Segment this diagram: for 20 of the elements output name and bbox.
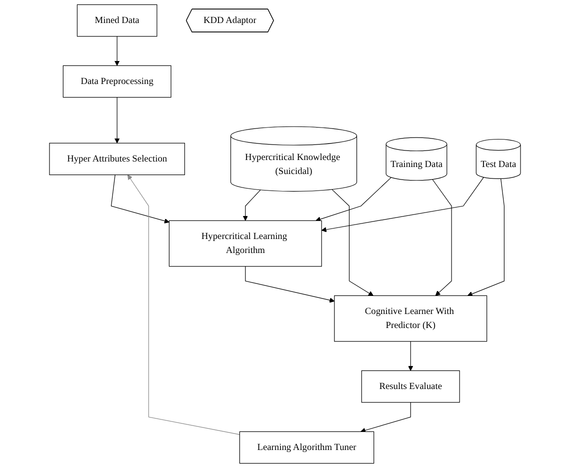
arrow [332,189,374,296]
arrow [432,179,452,296]
node-box: Hypercritical Learning Algorithm [168,220,322,267]
node-box: Data Preprocessing [62,65,172,98]
node-box: Mined Data [76,4,158,37]
arrow [114,36,120,66]
node-box: Results Evaluate [361,370,460,403]
arrow [316,177,392,222]
arrow [467,178,504,296]
arrow [360,402,411,433]
node-box: Cognitive Learner With Predictor (K) [334,295,488,342]
arrow [127,174,240,435]
arrow [242,190,261,221]
arrow [408,341,414,371]
node-box: Learning Algorithm Tuner [239,431,374,464]
arrow [110,174,170,224]
node-box: Hyper Attributes Selection [49,142,185,176]
arrow [245,266,335,303]
arrow [321,177,484,232]
arrow [114,97,120,144]
